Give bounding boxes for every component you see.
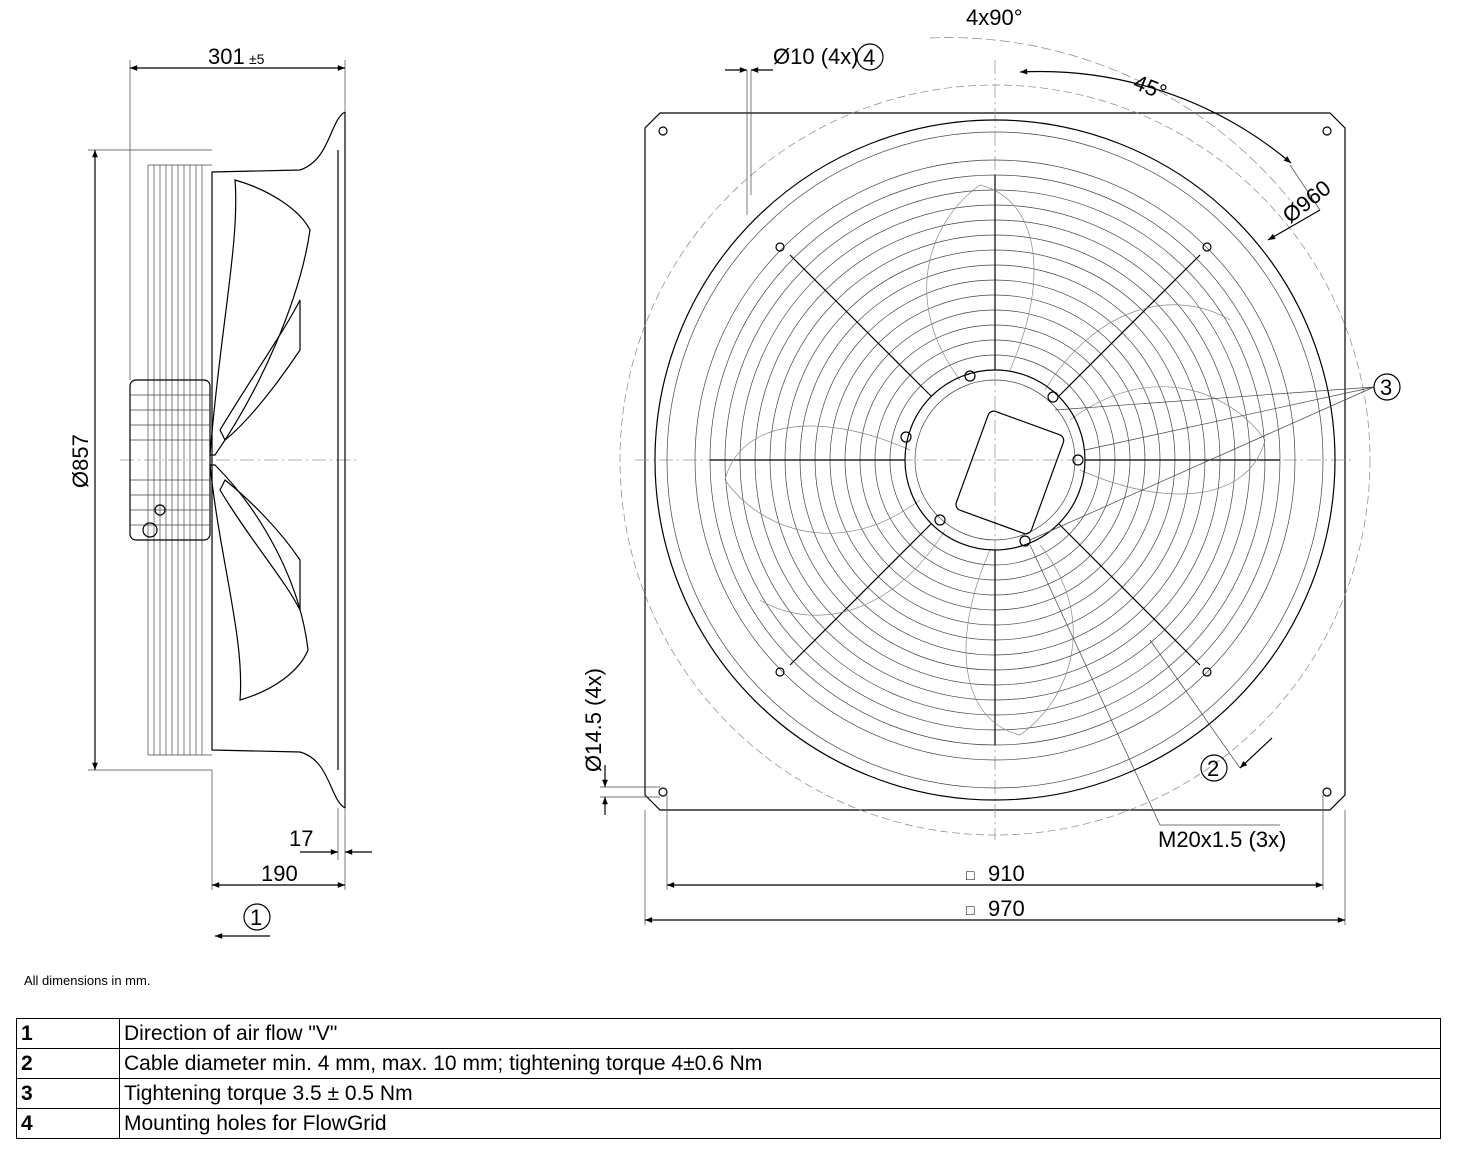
airflow-callout: 1 [250, 905, 262, 930]
depth-tolerance: ±5 [249, 51, 265, 67]
legend-row: 4 Mounting holes for FlowGrid [16, 1108, 1441, 1139]
legend-text: Cable diameter min. 4 mm, max. 10 mm; ti… [119, 1048, 1441, 1079]
legend-row: 1 Direction of air flow "V" [16, 1018, 1441, 1049]
cable-callout: 2 [1207, 756, 1219, 781]
legend-table: 1 Direction of air flow "V" 2 Cable diam… [16, 1018, 1441, 1139]
torque-callout: 3 [1380, 375, 1392, 400]
square-outer-dimension: 970 [988, 896, 1025, 921]
depth-dimension: 301 [208, 44, 245, 69]
angle-total-dimension: 4x90° [966, 5, 1023, 30]
legend-number: 3 [16, 1078, 120, 1109]
flange-dimension: 17 [289, 826, 313, 851]
front-view: 4x90° 45° Ø960 Ø10 (4x) 4 Ø14.5 (4x) 3 2 [581, 5, 1401, 925]
square-inner-dimension: 910 [988, 861, 1025, 886]
thread-dimension: M20x1.5 (3x) [1158, 827, 1286, 852]
hole-ref-callout: 4 [863, 45, 875, 70]
side-view: 301 ±5 Ø857 17 190 1 [68, 44, 372, 939]
legend-text: Direction of air flow "V" [119, 1018, 1441, 1049]
hole-note: Ø10 (4x) [773, 44, 859, 69]
angle-offset-dimension: 45° [1130, 69, 1170, 105]
legend-row: 3 Tightening torque 3.5 ± 0.5 Nm [16, 1078, 1441, 1109]
legend-number: 4 [16, 1108, 120, 1139]
square-symbol-inner: □ [966, 867, 975, 883]
square-symbol-outer: □ [966, 902, 975, 918]
side-diameter-dimension: Ø857 [68, 434, 93, 488]
legend-text: Mounting holes for FlowGrid [119, 1108, 1441, 1139]
mount-hole-dimension: Ø14.5 (4x) [581, 668, 606, 772]
legend-number: 1 [16, 1018, 120, 1049]
length-dimension: 190 [261, 861, 298, 886]
legend-row: 2 Cable diameter min. 4 mm, max. 10 mm; … [16, 1048, 1441, 1079]
units-note: All dimensions in mm. [24, 973, 151, 988]
legend-number: 2 [16, 1048, 120, 1079]
circle-diameter-dimension: Ø960 [1278, 175, 1336, 228]
legend-text: Tightening torque 3.5 ± 0.5 Nm [119, 1078, 1441, 1109]
